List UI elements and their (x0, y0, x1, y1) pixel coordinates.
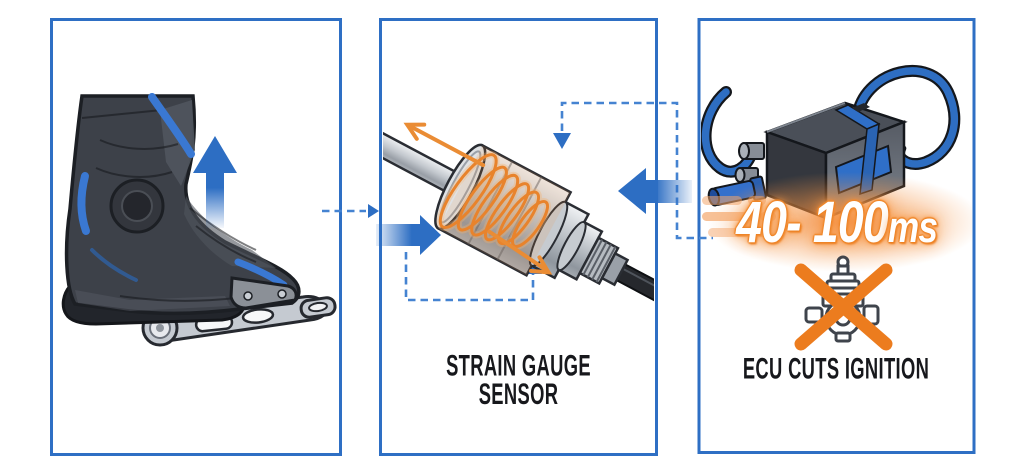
strain-gauge-sensor-illustration (383, 122, 654, 345)
ecu-caption-text: ECU CUTS IGNITION (743, 352, 930, 386)
tension-arrow-icons (403, 122, 553, 275)
speed-lines (702, 196, 776, 237)
dashed-path-sensor-to-ecu (560, 101, 713, 240)
cross-out-icon (794, 263, 893, 351)
signal-dashed-paths (322, 101, 713, 302)
boot-blue-accents (77, 93, 288, 289)
force-arrow-right-icon (376, 215, 441, 255)
ecu-cable-left (701, 86, 758, 178)
reaction-time-value: 40- 100 (735, 190, 889, 255)
ecu-caption: ECU CUTS IGNITION (698, 352, 975, 386)
boot-illustration (61, 93, 337, 347)
upshift-arrow-icon (193, 136, 237, 228)
dashed-arrowhead-down (553, 133, 571, 149)
dashed-path-under-sensor (404, 252, 535, 302)
force-arrow-left-icon (618, 168, 692, 214)
dashed-arrowhead-right (368, 204, 379, 218)
strain-gauge-caption: STRAIN GAUGE SENSOR (380, 349, 657, 411)
reaction-glow (707, 172, 972, 272)
reaction-time-unit: ms (887, 203, 938, 252)
boot-seams (81, 109, 257, 302)
reaction-time-text: 40- 100ms (698, 189, 975, 256)
strain-gauge-caption-line1: STRAIN GAUGE (446, 349, 591, 383)
strain-coil (436, 151, 551, 250)
strain-gauge-caption-line2: SENSOR (478, 377, 559, 411)
ecu-illustration (701, 64, 972, 351)
